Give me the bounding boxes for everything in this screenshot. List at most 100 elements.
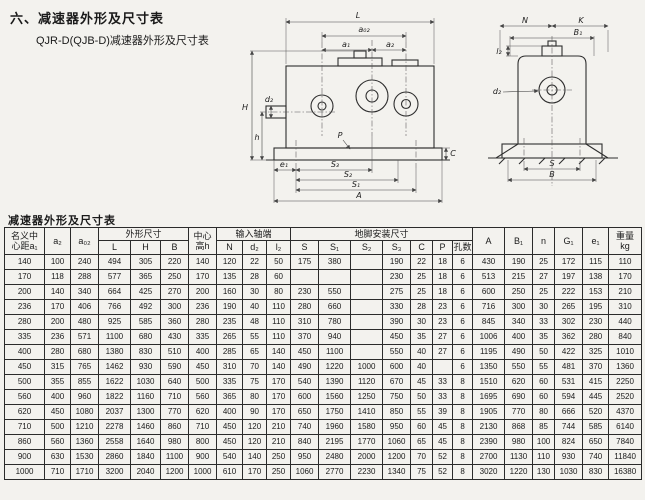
table-cell: 500	[4, 373, 45, 390]
table-cell: 325	[582, 343, 610, 360]
table-cell: 1300	[130, 403, 161, 420]
table-cell: 950	[290, 448, 320, 465]
table-cell: 335	[4, 328, 45, 345]
table-cell: 1960	[318, 418, 352, 435]
table-cell: 600	[290, 388, 320, 405]
table-cell: 1120	[350, 373, 384, 390]
table-cell: 1640	[130, 433, 161, 450]
table-cell: 1130	[504, 448, 534, 465]
table-cell: 118	[44, 268, 71, 285]
table-cell: 310	[608, 298, 643, 315]
table-cell: 740	[582, 448, 610, 465]
table-cell: 1010	[608, 343, 643, 360]
page-subtitle: QJR-D(QJB-D)减速器外形及尺寸表	[36, 35, 209, 47]
table-cell: 1530	[70, 448, 99, 465]
table-cell: 425	[130, 283, 161, 300]
header-group-foot-mount: 地脚安装尺寸	[290, 226, 474, 242]
table-cell: 335	[216, 373, 244, 390]
table-cell: 190	[504, 253, 534, 270]
table-cell: 494	[98, 253, 131, 270]
table-cell: 60	[266, 268, 292, 285]
table-cell: 1100	[318, 343, 352, 360]
dim-label-S3: S₃	[331, 160, 339, 169]
table-cell: 140	[266, 358, 292, 375]
dim-label-H: H	[242, 103, 248, 112]
table-cell: 250	[266, 463, 292, 480]
table-cell: 2480	[318, 448, 352, 465]
table-cell: 370	[290, 328, 320, 345]
table-cell: 222	[554, 283, 584, 300]
table-cell: 1030	[130, 373, 161, 390]
table-cell: 1340	[382, 463, 412, 480]
table-cell: 480	[70, 313, 99, 330]
table-cell: 440	[608, 313, 643, 330]
table-cell: 210	[266, 418, 292, 435]
table-cell: 1360	[70, 433, 99, 450]
table-cell: 18	[432, 253, 454, 270]
table-cell: 1000	[188, 463, 218, 480]
table-cell: 8	[452, 403, 474, 420]
table-cell: 172	[554, 253, 584, 270]
header-A: A	[472, 227, 506, 255]
table-cell: 280	[44, 343, 71, 360]
table-cell: 1410	[350, 403, 384, 420]
table-cell: 75	[410, 463, 434, 480]
table-container: 名义中 心距a₁ a₂ a₀₂ 外形尺寸 中心 高h 输入轴端 地脚安装尺寸 A…	[4, 226, 643, 480]
table-cell	[318, 268, 352, 285]
table-cell	[350, 283, 384, 300]
table-cell: 35	[532, 328, 556, 345]
table-cell: 850	[382, 403, 412, 420]
table-cell: 1560	[318, 388, 352, 405]
table-cell: 30	[532, 298, 556, 315]
table-cell: 1622	[98, 373, 131, 390]
header-a02: a₀₂	[70, 227, 99, 255]
table-cell: 236	[44, 328, 71, 345]
table-cell: 315	[44, 358, 71, 375]
table-cell: 406	[70, 298, 99, 315]
table-cell: 430	[159, 328, 190, 345]
table-cell: 400	[504, 328, 534, 345]
table-cell: 1750	[318, 403, 352, 420]
dim-label-S1: S₁	[352, 180, 360, 189]
header-a1: 名义中 心距a₁	[4, 227, 45, 255]
table-cell: 215	[504, 268, 534, 285]
header-group-input-shaft: 输入轴端	[216, 226, 292, 242]
table-cell: 1695	[472, 388, 506, 405]
table-cell: 110	[266, 313, 292, 330]
table-cell: 531	[554, 373, 584, 390]
table-cell: 305	[130, 253, 161, 270]
header-weight-line1: 重量	[616, 230, 635, 241]
table-cell: 28	[242, 268, 268, 285]
table-cell: 650	[290, 403, 320, 420]
header-G1: G₁	[554, 227, 584, 255]
table-cell: 210	[266, 433, 292, 450]
table-cell: 492	[130, 298, 161, 315]
table-cell: 16380	[608, 463, 643, 480]
dim-label-a2: a₂	[386, 40, 395, 49]
table-cell: 280	[4, 313, 45, 330]
table-cell: 340	[70, 283, 99, 300]
table-cell: 1460	[130, 418, 161, 435]
header-S3: S₃	[382, 240, 412, 255]
table-cell: 236	[4, 298, 45, 315]
table-cell: 1210	[70, 418, 99, 435]
table-cell: 80	[532, 403, 556, 420]
table-cell: 1360	[608, 358, 643, 375]
table-cell: 230	[582, 313, 610, 330]
table-cell: 540	[290, 373, 320, 390]
table-cell: 52	[432, 463, 454, 480]
table-cell: 744	[554, 418, 584, 435]
table-cell: 170	[266, 373, 292, 390]
table-cell	[290, 268, 320, 285]
table-cell: 650	[582, 433, 610, 450]
table-cell: 300	[159, 298, 190, 315]
table-cell: 195	[582, 298, 610, 315]
table-cell: 680	[70, 343, 99, 360]
table-cell: 400	[188, 343, 218, 360]
table-cell: 8	[452, 418, 474, 435]
